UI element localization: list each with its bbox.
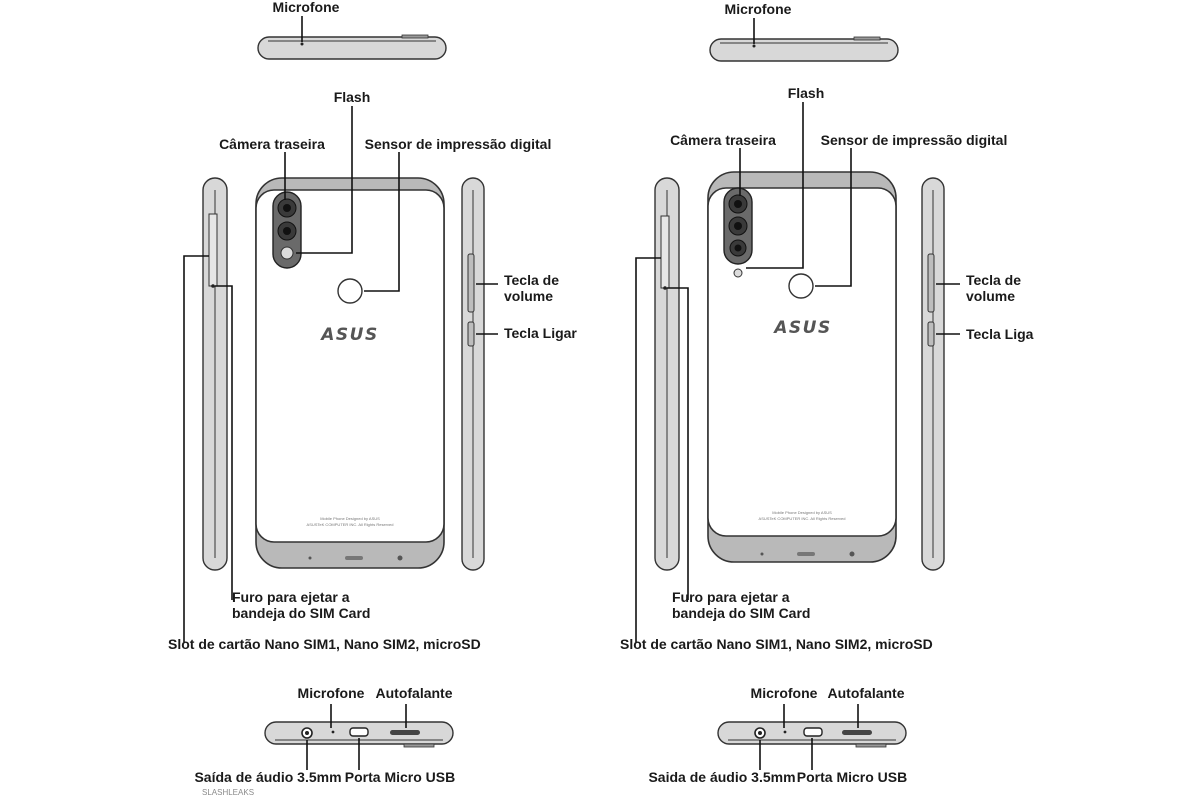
right-side-view-right	[921, 177, 945, 571]
right-top-mic-label: Microfone	[725, 1, 792, 17]
right-asus-logo: ASUS	[772, 318, 831, 338]
left-side-view-right	[461, 177, 485, 571]
right-top-edge-view: Microfone	[709, 1, 899, 62]
right-flash-icon	[733, 268, 743, 278]
left-back-view: ASUS Mobile Phone Designed by ASUS ASUST…	[255, 177, 445, 569]
watermark: SLASHLEAKS	[202, 788, 254, 797]
right-flash-label: Flash	[788, 85, 825, 101]
right-usb-port-icon	[803, 727, 823, 737]
left-fingerprint-sensor-icon	[337, 278, 363, 304]
right-volume-key-icon	[927, 253, 935, 313]
left-sim-slot-label: Slot de cartão Nano SIM1, Nano SIM2, mic…	[168, 636, 481, 652]
left-top-mic-label: Microfone	[273, 0, 340, 15]
right-power-label: Tecla Liga	[966, 326, 1034, 342]
right-leader-lines	[635, 102, 960, 642]
left-flash-icon	[280, 246, 294, 260]
left-flash-label: Flash	[334, 89, 371, 105]
left-fingerprint-label: Sensor de impressão digital	[365, 136, 552, 152]
right-side-view-left	[654, 177, 680, 571]
left-usb-port-icon	[349, 727, 369, 737]
right-volume-label-line2: volume	[966, 288, 1015, 304]
right-fingerprint-sensor-icon	[788, 273, 814, 299]
right-bottom-mic-label: Microfone	[751, 685, 818, 701]
left-volume-label-line1: Tecla de	[504, 272, 559, 288]
left-audio-jack-label: Saída de áudio 3.5mm	[194, 769, 341, 785]
right-volume-label-line1: Tecla de	[966, 272, 1021, 288]
right-speaker-icon	[842, 730, 872, 735]
right-sim-eject-label-line1: Furo para ejetar a	[672, 589, 790, 605]
right-usb-label: Porta Micro USB	[797, 769, 907, 785]
right-fine-print-2: ASUSTeK COMPUTER INC. All Rights Reserve…	[759, 516, 846, 521]
left-phone-set: Microfone ASUS Mobile Phone Designed	[168, 0, 577, 785]
left-speaker-label: Autofalante	[376, 685, 453, 701]
left-fine-print-2: ASUSTeK COMPUTER INC. All Rights Reserve…	[307, 522, 394, 527]
left-side-view-left	[202, 177, 228, 571]
right-sim-eject-label-line2: bandeja do SIM Card	[672, 605, 810, 621]
right-speaker-label: Autofalante	[828, 685, 905, 701]
left-fine-print-1: Mobile Phone Designed by ASUS	[320, 516, 380, 521]
right-fine-print-1: Mobile Phone Designed by ASUS	[772, 510, 832, 515]
left-volume-key-icon	[467, 253, 475, 313]
right-sim-slot-label: Slot de cartão Nano SIM1, Nano SIM2, mic…	[620, 636, 933, 652]
right-fingerprint-label: Sensor de impressão digital	[821, 132, 1008, 148]
right-rear-camera-label: Câmera traseira	[670, 132, 776, 148]
right-phone-set: Microfone ASUS Mobile P	[620, 1, 1034, 785]
left-power-label: Tecla Ligar	[504, 325, 577, 341]
left-sim-eject-label-line2: bandeja do SIM Card	[232, 605, 370, 621]
left-leader-lines	[183, 106, 498, 642]
left-usb-label: Porta Micro USB	[345, 769, 455, 785]
left-volume-label-line2: volume	[504, 288, 553, 304]
left-top-edge-view: Microfone	[257, 0, 447, 60]
right-back-view: ASUS Mobile Phone Designed by ASUS ASUST…	[707, 171, 897, 563]
left-speaker-icon	[390, 730, 420, 735]
right-power-key-icon	[927, 321, 935, 347]
left-bottom-mic-icon	[331, 730, 335, 734]
left-asus-logo: ASUS	[319, 325, 378, 345]
left-power-key-icon	[467, 321, 475, 347]
right-bottom-mic-icon	[783, 730, 787, 734]
left-bottom-mic-label: Microfone	[298, 685, 365, 701]
right-audio-jack-label: Saida de áudio 3.5mm	[648, 769, 795, 785]
left-rear-camera-label: Câmera traseira	[219, 136, 325, 152]
left-sim-eject-label-line1: Furo para ejetar a	[232, 589, 350, 605]
